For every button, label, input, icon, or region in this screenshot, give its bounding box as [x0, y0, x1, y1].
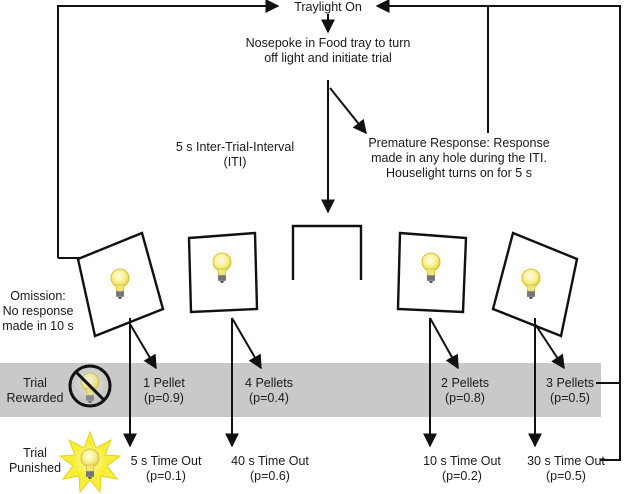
reward-probability: (p=0.8): [445, 391, 485, 405]
hole-4: [491, 231, 579, 338]
trial-rewarded-line-2: Rewarded: [6, 391, 64, 405]
trial-rewarded-line-1: Trial: [23, 376, 47, 390]
omission-loop-line: [57, 0, 280, 258]
timeout-probability: (p=0.2): [442, 469, 482, 483]
nosepoke-label: Nosepoke in Food tray to turn off light …: [220, 36, 436, 66]
lightbulb-icon: [205, 247, 239, 284]
premature-line-1: Premature Response: Response: [368, 136, 550, 150]
timeout-duration: 30 s Time Out: [527, 454, 605, 468]
traylight-label: Traylight On: [294, 0, 362, 14]
timeout-label-3: 10 s Time Out (p=0.2): [412, 454, 512, 484]
trial-punished-label: Trial Punished: [0, 446, 70, 476]
timeout-label-2: 40 s Time Out (p=0.6): [220, 454, 320, 484]
hole-1: [76, 231, 165, 338]
iti-line-1: 5 s Inter-Trial-Interval: [175, 140, 295, 154]
reward-amount: 1 Pellet: [143, 376, 185, 390]
hole-2: [187, 231, 259, 314]
lightbulb-icon: [103, 263, 137, 300]
timeout-duration: 5 s Time Out: [130, 454, 202, 468]
timeout-probability: (p=0.1): [146, 469, 186, 483]
punished-loop-line: [375, 0, 621, 461]
arrow-hole2-reward: [231, 317, 262, 370]
omission-label: Omission: No response made in 10 s: [0, 289, 76, 334]
reward-label-3: 2 Pellets (p=0.8): [428, 376, 502, 406]
trial-punished-line-1: Trial: [23, 446, 47, 460]
reward-amount: 4 Pellets: [245, 376, 293, 390]
iti-line-2: (ITI): [223, 155, 247, 169]
reward-probability: (p=0.5): [550, 391, 590, 405]
hole-center-food: [291, 224, 363, 280]
omission-line-2: No response: [2, 304, 74, 318]
lightbulb-icon: [514, 263, 548, 300]
omission-line-1: Omission:: [10, 289, 66, 303]
timeout-probability: (p=0.5): [546, 469, 586, 483]
premature-line-2: made in any hole during the ITI.: [371, 151, 547, 165]
timeout-duration: 10 s Time Out: [423, 454, 501, 468]
lightbulb-icon: [414, 247, 448, 284]
trial-punished-line-2: Punished: [8, 461, 62, 475]
reward-probability: (p=0.4): [249, 391, 289, 405]
iti-label: 5 s Inter-Trial-Interval (ITI): [156, 140, 314, 170]
arrow-hole3-reward: [429, 317, 459, 370]
trial-rewarded-label: Trial Rewarded: [0, 376, 70, 406]
arrow-nosepoke-to-premature: [329, 87, 367, 135]
reward-label-2: 4 Pellets (p=0.4): [232, 376, 306, 406]
arrow-hole4-reward: [534, 323, 565, 370]
reward-amount: 3 Pellets: [546, 376, 594, 390]
timeout-probability: (p=0.6): [250, 469, 290, 483]
timeout-label-4: 30 s Time Out (p=0.5): [516, 454, 616, 484]
reward-amount: 2 Pellets: [441, 376, 489, 390]
timeout-label-1: 5 s Time Out (p=0.1): [118, 454, 214, 484]
reward-label-1: 1 Pellet (p=0.9): [130, 376, 198, 406]
premature-line-3: Houselight turns on for 5 s: [386, 166, 532, 180]
reward-probability: (p=0.9): [144, 391, 184, 405]
punishment-flash-icon: [58, 430, 122, 494]
nosepoke-line-2: off light and initiate trial: [264, 51, 392, 65]
omission-line-3: made in 10 s: [2, 319, 74, 333]
no-reward-icon: [68, 364, 112, 408]
hole-3: [396, 231, 468, 314]
reward-label-4: 3 Pellets (p=0.5): [538, 376, 602, 406]
premature-label: Premature Response: Response made in any…: [358, 136, 560, 181]
timeout-duration: 40 s Time Out: [231, 454, 309, 468]
arrow-hole1-reward: [129, 323, 157, 370]
nosepoke-line-1: Nosepoke in Food tray to turn: [245, 36, 411, 50]
